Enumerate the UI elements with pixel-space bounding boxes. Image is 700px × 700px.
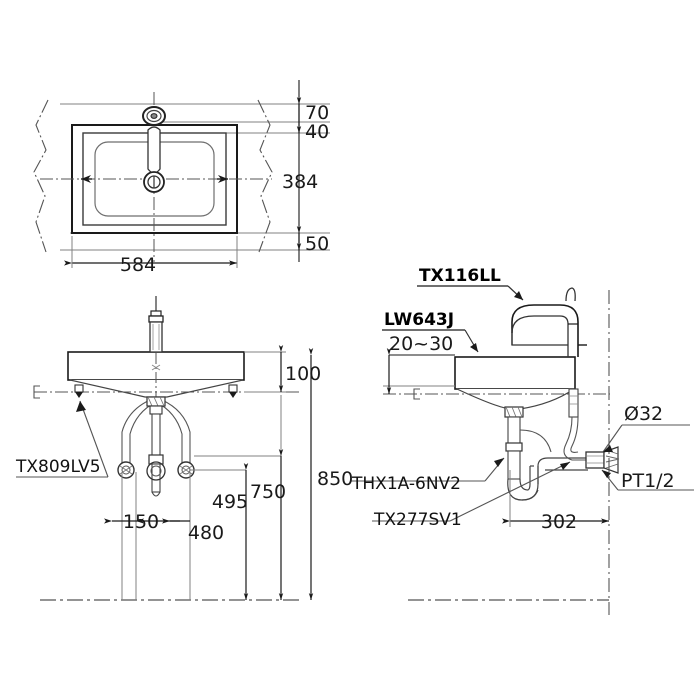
drain-plan <box>143 171 165 193</box>
dim-group-20-30 <box>386 348 455 394</box>
part-label-tx809lv5: TX809LV5 <box>15 457 101 477</box>
part-label-thx1a6nv2: THX1A-6NV2 <box>351 474 461 494</box>
dim-text-850: 850 <box>317 468 353 490</box>
leader-tx277sv1 <box>372 461 571 522</box>
dim-text-480: 480 <box>188 522 224 544</box>
faucet-side <box>511 287 587 357</box>
wall-bracket-front <box>33 385 40 399</box>
dim-group-302 <box>502 470 609 527</box>
wall-bracket-side <box>413 388 420 400</box>
wall-fitting-side <box>585 446 620 474</box>
dim-text-70: 70 <box>305 102 329 124</box>
dim-text-750: 750 <box>250 481 286 503</box>
top-view-break-line-left <box>33 99 49 253</box>
leader-pt12 <box>601 469 694 491</box>
front-view-group <box>16 296 314 601</box>
supply-hose-side <box>563 416 588 461</box>
leader-tx809lv5 <box>16 400 109 478</box>
dim-text-150: 150 <box>123 511 159 533</box>
dim-group-584 <box>64 236 238 268</box>
dim-text-584: 584 <box>120 254 156 276</box>
side-view-group <box>350 285 694 615</box>
faucet-plan <box>142 106 166 174</box>
mount-marker-left <box>81 175 92 183</box>
leader-lw643j <box>382 329 479 353</box>
dim-text-50: 50 <box>305 233 329 255</box>
faucet-front <box>148 296 164 353</box>
dim-text-20-30: 20~30 <box>389 333 453 355</box>
p-trap-side <box>507 457 588 501</box>
annotation-pt12: PT1/2 <box>621 470 675 492</box>
mount-bolt-left-front <box>74 384 84 398</box>
top-view-break-line-right <box>257 99 273 253</box>
faucet-hatch-front <box>151 364 161 371</box>
mount-marker-right <box>217 175 228 183</box>
top-view-group <box>33 80 330 268</box>
drain-assembly-front <box>146 396 166 497</box>
faucet-lever-side <box>565 287 576 302</box>
leader-tx116ll <box>417 285 524 301</box>
part-label-tx116ll: TX116LL <box>419 266 501 286</box>
overflow-arm-side <box>519 429 552 453</box>
leader-d32 <box>602 424 690 453</box>
annotation-d32: Ø32 <box>624 403 663 425</box>
front-view-witness-horizontals <box>190 455 281 471</box>
part-label-lw643j: LW643J <box>384 310 454 330</box>
dim-group-100 <box>244 345 286 393</box>
dim-text-495: 495 <box>212 491 248 513</box>
dim-text-384: 384 <box>282 171 318 193</box>
part-label-tx277sv1: TX277SV1 <box>373 510 462 530</box>
mount-bolt-right-front <box>228 384 238 398</box>
dim-text-302: 302 <box>541 511 577 533</box>
dim-text-100: 100 <box>285 363 321 385</box>
drain-tailpiece-side <box>504 406 524 480</box>
faucet-riser-side <box>568 388 579 418</box>
leader-thx1a6nv2 <box>350 457 505 482</box>
stop-valve-left-front <box>117 461 135 479</box>
counter-slab-side <box>454 356 576 390</box>
dim-text-40: 40 <box>305 121 329 143</box>
basin-underside-side <box>456 388 575 410</box>
